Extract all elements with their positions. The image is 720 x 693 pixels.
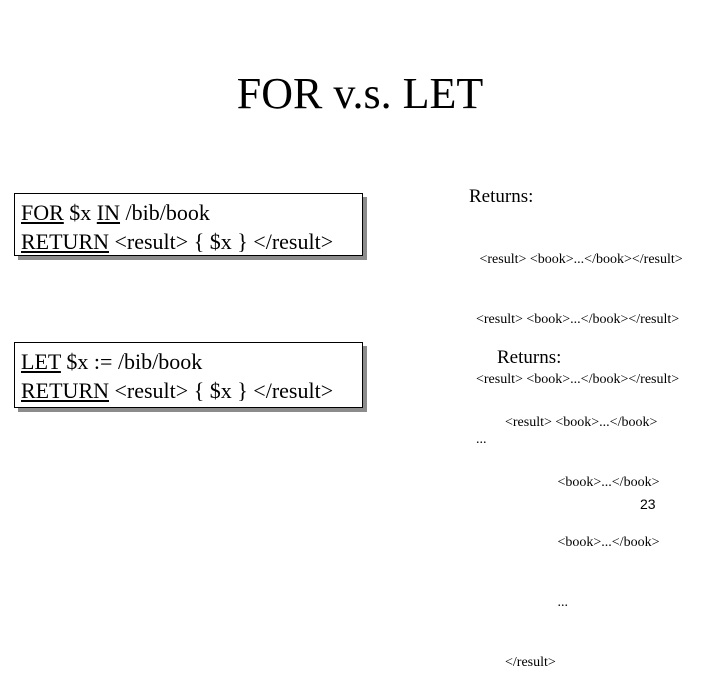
- let-query-box: LET $x := /bib/book RETURN <result> { $x…: [14, 342, 363, 408]
- let-return-expression: <result> { $x } </result>: [109, 378, 334, 403]
- for-return-expression: <result> { $x } </result>: [109, 229, 334, 254]
- let-result-ellipsis: ...: [505, 595, 569, 610]
- page-number: 23: [640, 496, 656, 512]
- slide-title: FOR v.s. LET: [236, 69, 484, 118]
- let-binding: $x := /bib/book: [60, 349, 203, 374]
- for-query-line-1: FOR $x IN /bib/book: [21, 198, 359, 227]
- return-keyword: RETURN: [21, 229, 109, 254]
- for-result-line: <result> <book>...</book></result>: [476, 252, 683, 267]
- let-result-line: <book>...</book>: [505, 535, 660, 550]
- let-result-line: <book>...</book>: [505, 475, 660, 490]
- return-keyword: RETURN: [21, 378, 109, 403]
- for-returns-output: <result> <book>...</book></result> <resu…: [476, 210, 683, 470]
- let-returns-output: <result> <book>...</book> <book>...</boo…: [505, 373, 659, 693]
- for-result-ellipsis: ...: [476, 432, 487, 447]
- in-keyword: IN: [96, 200, 121, 225]
- for-variable: $x: [63, 200, 97, 225]
- let-result-line: <result> <book>...</book>: [505, 415, 658, 430]
- for-query-box: FOR $x IN /bib/book RETURN <result> { $x…: [14, 193, 363, 256]
- let-keyword: LET: [21, 349, 61, 374]
- for-path: /bib/book: [120, 200, 210, 225]
- let-query-line-1: LET $x := /bib/book: [21, 347, 359, 376]
- let-query-line-2: RETURN <result> { $x } </result>: [21, 376, 359, 405]
- let-result-close-tag: </result>: [505, 655, 556, 670]
- for-result-line: <result> <book>...</book></result>: [476, 312, 680, 327]
- for-keyword: FOR: [21, 200, 64, 225]
- let-returns-label: Returns:: [497, 347, 562, 368]
- for-returns-label: Returns:: [469, 186, 534, 207]
- for-query-line-2: RETURN <result> { $x } </result>: [21, 227, 359, 256]
- for-result-line: <result> <book>...</book></result>: [476, 372, 680, 387]
